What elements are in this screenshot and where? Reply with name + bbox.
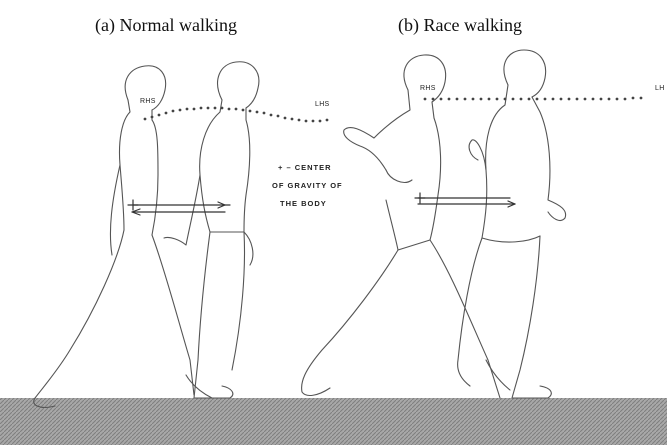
race-walker-back [302, 55, 500, 398]
cog-note-line3: THE BODY [280, 199, 327, 208]
normal-walker-front [164, 62, 259, 398]
label-lhs-race: LH [655, 85, 665, 92]
head-path-normal [144, 107, 329, 123]
race-walker-front [458, 50, 566, 398]
cog-note-line1: + – CENTER [278, 163, 332, 172]
label-lhs-normal: LHS [315, 101, 330, 108]
cog-arrows-normal [128, 200, 230, 215]
ground-strip [0, 398, 667, 445]
cog-arrows-race [415, 193, 515, 207]
label-rhs-race: RHS [420, 85, 436, 92]
normal-walker-back [34, 66, 194, 408]
cog-note-line2: OF GRAVITY OF [272, 181, 343, 190]
label-rhs-normal: RHS [140, 98, 156, 105]
